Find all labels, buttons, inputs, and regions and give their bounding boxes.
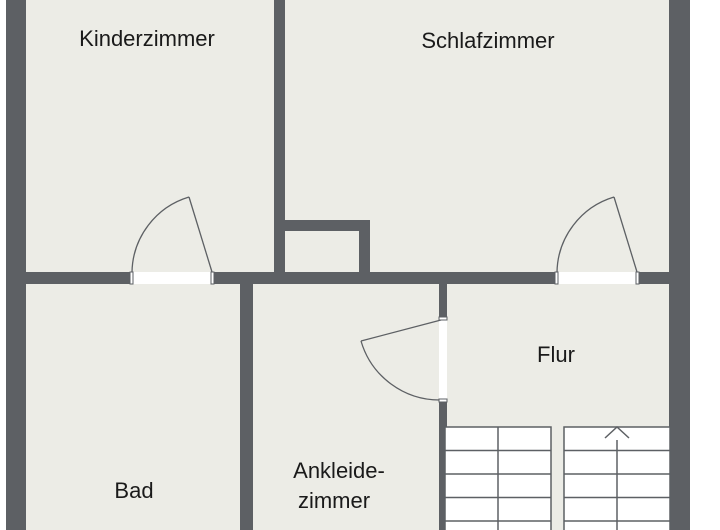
floor-bad bbox=[26, 284, 240, 530]
wall-kinder-schlaf bbox=[274, 0, 285, 284]
staircase bbox=[444, 425, 671, 530]
door-jamb bbox=[554, 271, 559, 285]
room-floors bbox=[26, 0, 669, 530]
door-kinderzimmer bbox=[129, 196, 215, 285]
door-swing-arc bbox=[131, 196, 190, 273]
door-jamb bbox=[210, 271, 215, 285]
wall-right-outer bbox=[669, 0, 690, 530]
wall-mid-1 bbox=[26, 272, 130, 284]
wall-flur-upper bbox=[439, 284, 447, 318]
wall-mid-2 bbox=[214, 272, 556, 284]
door-leaf bbox=[360, 319, 442, 342]
wall-flur-lower bbox=[439, 400, 447, 530]
wall-bad-ankleide bbox=[240, 284, 253, 530]
door-leaf bbox=[188, 196, 213, 273]
wall-niche-right bbox=[359, 220, 370, 272]
stair-direction-arrow-icon bbox=[604, 425, 630, 439]
door-swing-arc bbox=[556, 196, 615, 273]
room-label-flur: Flur bbox=[537, 342, 575, 367]
door-leaf bbox=[613, 196, 638, 273]
walls bbox=[6, 0, 690, 530]
door-jamb bbox=[438, 398, 448, 403]
room-label-ankleidezimmer-line1: Ankleide- bbox=[293, 458, 385, 483]
room-label-ankleidezimmer-line2: zimmer bbox=[298, 488, 370, 513]
door-schlafzimmer bbox=[554, 196, 640, 285]
floor-kinderzimmer bbox=[26, 0, 274, 272]
room-label-bad: Bad bbox=[114, 478, 153, 503]
room-labels: Kinderzimmer Schlafzimmer Flur Bad Ankle… bbox=[79, 26, 575, 513]
wall-mid-3 bbox=[638, 272, 669, 284]
door-jamb bbox=[635, 271, 640, 285]
wall-left-outer bbox=[6, 0, 26, 530]
door-jamb bbox=[129, 271, 134, 285]
door-ankleidezimmer bbox=[360, 316, 448, 403]
room-label-schlafzimmer: Schlafzimmer bbox=[421, 28, 554, 53]
floor-ankleidezimmer bbox=[253, 284, 439, 530]
wall-niche-top bbox=[285, 220, 370, 231]
door-swing-arc bbox=[360, 340, 442, 401]
room-label-kinderzimmer: Kinderzimmer bbox=[79, 26, 215, 51]
door-jamb bbox=[438, 316, 448, 321]
